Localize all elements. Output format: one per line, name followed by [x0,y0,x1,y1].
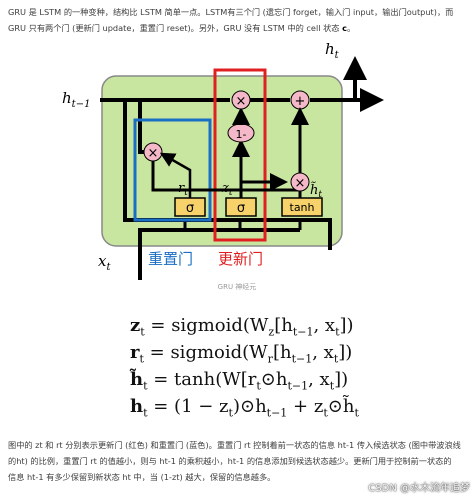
equations-block: zt = sigmoid(Wz[ht−1, xt]) rt = sigmoid(… [110,312,410,420]
h-out-label-sub: t [335,50,340,61]
right-multiply-symbol: × [295,176,306,191]
eq-h-lhs-sub: t [143,406,148,420]
eq-r-end: ]) [338,342,353,363]
intro-line-2-text: GRU 只有两个门 (更新门 update，重置门 reset)。另外，GRU … [8,23,343,33]
tanh-gate [281,197,323,217]
intro-line-2: GRU 只有两个门 (更新门 update，重置门 reset)。另外，GRU … [8,20,468,36]
eq-z-end: ]) [339,315,354,336]
eq-h-end-sub: t [354,406,359,420]
x-label: xt [98,252,111,273]
update-gate-label: 更新门 [218,250,263,268]
intro-cell-symbol: c [342,23,347,33]
eq-r-h-sub: t−1 [291,352,313,366]
equation-z: zt = sigmoid(Wz[ht−1, xt]) [110,312,410,339]
equation-h: ht = (1 − zt)⊙ht−1 + zt⊙h̃t [110,393,410,420]
z-label-main: z [221,181,229,196]
x-input-line [138,228,300,280]
eq-z-h-sub: t−1 [292,325,314,339]
equation-r: rt = sigmoid(Wr[ht−1, xt]) [110,339,410,366]
h-prev-label: ht−1 [62,89,90,110]
equation-htilde: h̃t = tanh(W[rt⊙ht−1, xt]) [110,366,410,393]
eq-h-end: ⊙h̃ [327,396,355,417]
h-prev-label-sub: t−1 [72,99,91,110]
x-to-gates [183,220,302,230]
reset-multiply-symbol: × [148,146,159,161]
eq-r-x-sub: t [333,352,339,366]
x-label-main: x [98,252,107,270]
eq-z-x-sub: t [335,325,340,339]
csdn-watermark: CSDN @水木流年追梦 [368,483,470,494]
r-label-main: r [178,181,185,196]
x-label-sub: t [106,262,111,273]
plus-symbol: + [295,94,306,109]
outro-line-1: 图中的 zt 和 rt 分别表示更新门 (红色) 和重置门 (蓝色)。重置门 r… [8,440,461,450]
z-label: zt [221,181,233,198]
eq-h-lhs: h [130,396,144,417]
h-out-label: ht [325,40,340,61]
intro-paragraph: GRU 是 LSTM 的一种变种，结构比 LSTM 简单一点。LSTM有三个门 … [8,4,468,36]
h-out-label-main: h [325,40,335,58]
eq-z-rhs: = sigmoid(W [150,315,269,336]
eq-r-rhs: = sigmoid(W [149,342,268,363]
eq-r-tail: , x [312,342,334,363]
eq-h-z2-sub: t [323,406,328,420]
eq-r-lhs-sub: t [139,352,144,366]
outro-line-3: 信息 ht-1 有多少保留到新状态 ht 中，当 (1-zt) 越大，保留的信息… [8,472,276,482]
tanh-label: tanh [290,201,315,214]
reset-gate-label: 重置门 [148,250,193,268]
sigma-r-label: σ [186,201,194,216]
eq-htilde-rest: ⊙h [260,369,288,390]
eq-htilde-lhs: h̃ [130,369,144,390]
eq-r-lhs: r [130,342,140,363]
gru-diagram: × σ rt σ zt 1- × + × tanh h̃t ht−1 ht xt… [62,40,384,280]
htilde-label: h̃t [310,181,322,200]
eq-z-tail: , x [313,315,336,336]
eq-htilde-r-sub: t [256,379,261,393]
eq-z-lhs: z [130,315,141,336]
h-prev-down [123,100,332,250]
eq-htilde-lhs-sub: t [143,379,148,393]
eq-r-w-sub: r [267,352,273,366]
top-multiply-symbol: × [236,94,247,109]
h-prev-label-main: h [62,89,72,107]
eq-h-rhs: = (1 − z [153,396,229,417]
eq-h-rest: )⊙h [232,396,267,417]
one-minus-label: 1- [236,128,247,141]
eq-htilde-h-sub: t−1 [287,379,309,393]
update-gate-box [213,68,267,242]
htilde-label-sub: t [318,190,322,200]
intro-line-1: GRU 是 LSTM 的一种变种，结构比 LSTM 简单一点。LSTM有三个门 … [8,7,454,17]
eq-htilde-end: ]) [334,369,349,390]
eq-z-lhs-sub: t [140,325,145,339]
eq-z-rest: [h [274,315,293,336]
eq-h-z-sub: t [228,406,233,420]
r-label-sub: t [184,188,188,198]
eq-htilde-x-sub: t [329,379,335,393]
sigma-z-label: σ [237,201,245,216]
eq-z-w-sub: z [268,325,275,339]
htilde-label-main: h̃ [310,181,318,198]
z-label-sub: t [229,188,233,198]
r-label: rt [178,181,188,198]
eq-r-rest: [h [272,342,292,363]
outro-line-2: 的ht) 的比例，重置门 rt 的值越小，则与 ht-1 的乘积越小，ht-1 … [8,456,452,466]
r-to-mult [159,152,192,198]
eq-h-h-sub: t−1 [266,406,288,420]
intro-line-2-end: 。 [346,23,356,33]
figure-caption: GRU 神经元 [217,283,257,291]
eq-htilde-rhs: = tanh(W[r [153,369,257,390]
top-multiply-op [231,90,251,110]
sigma-r-gate [174,197,206,217]
explanation-paragraph: 图中的 zt 和 rt 分别表示更新门 (红色) 和重置门 (蓝色)。重置门 r… [8,437,468,485]
eq-h-tail: + z [287,396,324,417]
reset-gate-box [133,118,212,222]
eq-htilde-tail: , x [308,369,330,390]
